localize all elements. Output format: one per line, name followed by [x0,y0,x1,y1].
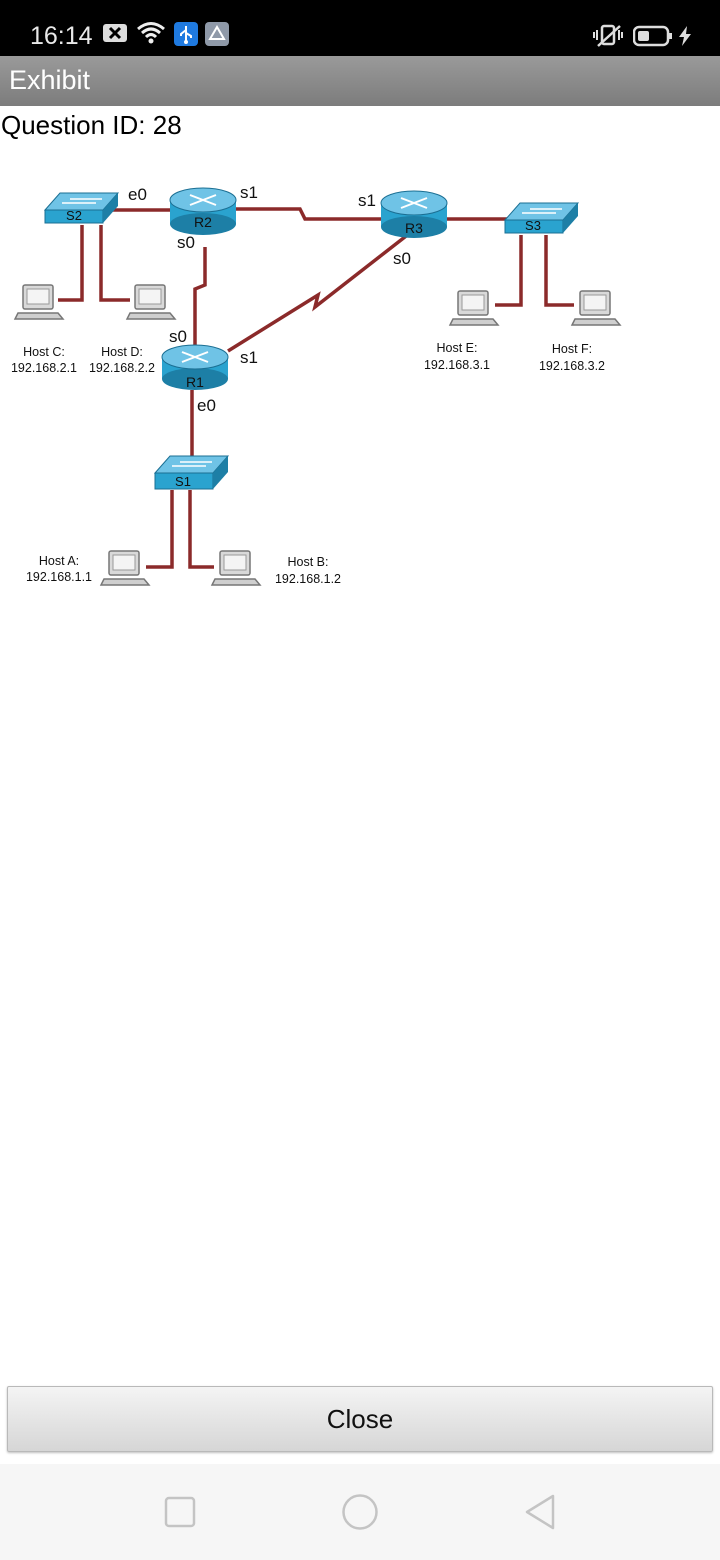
page-title: Exhibit [9,65,91,95]
host-ip: 192.168.1.2 [275,572,341,586]
network-links [58,207,574,569]
switch-label: S2 [66,208,82,223]
interface-label: s1 [358,191,376,210]
title-bar: Exhibit [0,56,720,106]
link-s2-hostc [58,225,84,302]
router-r3: R3 [380,190,448,238]
switch-s3: S3 [503,202,580,234]
host-ip: 192.168.2.1 [11,361,77,375]
switch-s2: S2 [43,192,120,224]
navigation-bar [0,1464,720,1560]
back-icon[interactable] [523,1493,557,1531]
home-icon[interactable] [341,1493,379,1531]
host-name: Host C: [23,345,65,359]
switch-label: S3 [525,218,541,233]
host-name: Host A: [39,554,79,568]
router-r1: R1 [161,344,229,390]
host-name: Host D: [101,345,143,359]
question-id: Question ID: 28 [1,110,182,140]
link-s2-hostd [99,225,130,302]
interface-label: e0 [197,396,216,415]
status-time: 16:14 [30,22,93,50]
router-label: R2 [194,214,212,230]
host-name: Host E: [437,341,478,355]
close-button-label: Close [326,1403,394,1434]
usb-icon [174,22,198,46]
interface-label: e0 [128,185,147,204]
notification-x-icon [103,24,127,42]
vibrate-icon [593,24,623,47]
drive-icon [205,22,229,46]
link-r2-r3-serial [236,207,382,221]
host-ip: 192.168.3.2 [539,359,605,373]
status-bar: 16:14 [0,0,720,56]
router-label: R1 [186,374,204,390]
host-ip: 192.168.2.2 [89,361,155,375]
link-s1-hosta [146,490,174,569]
switch-label: S1 [175,474,191,489]
interface-label: s0 [169,327,187,346]
battery-icon [633,25,672,47]
host-c-computer-icon [14,284,64,320]
switch-s1: S1 [153,455,230,490]
host-ip: 192.168.1.1 [26,570,92,584]
link-s3-hoste [495,235,523,307]
host-b-computer-icon [211,550,261,586]
wifi-icon [137,22,165,44]
host-a-computer-icon [100,550,150,586]
router-label: R3 [405,220,423,236]
charging-icon [679,26,691,46]
network-topology-diagram: S2 S3 S1 R2 R3 R1 e0 s1 [11,183,621,586]
recent-apps-icon[interactable] [164,1496,196,1528]
host-d-computer-icon [126,284,176,320]
host-e-computer-icon [449,290,499,326]
link-s3-hostf [544,235,574,307]
interface-label: s1 [240,348,258,367]
link-r2-r1-serial [193,247,207,345]
interface-label: s0 [177,233,195,252]
close-button[interactable]: Close [7,1386,713,1452]
host-name: Host F: [552,342,592,356]
link-r1-r3-serial [227,231,412,353]
host-name: Host B: [288,555,329,569]
host-ip: 192.168.3.1 [424,358,490,372]
interface-label: s1 [240,183,258,202]
interface-label: s0 [393,249,411,268]
host-labels: Host C: 192.168.2.1 Host D: 192.168.2.2 … [11,341,605,586]
link-s1-hostb [188,490,214,569]
router-r2: R2 [169,187,237,235]
host-f-computer-icon [571,290,621,326]
